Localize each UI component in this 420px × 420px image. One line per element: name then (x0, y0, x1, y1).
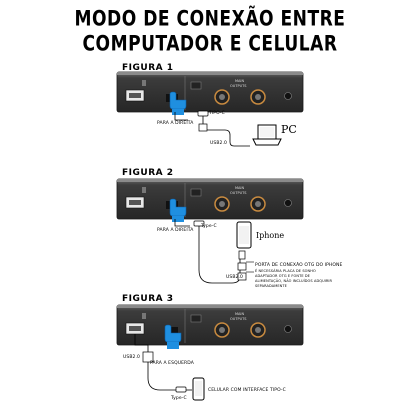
iphone-icon (236, 221, 252, 249)
hand-pointer-icon-1 (169, 91, 187, 115)
audio-interface-2: MAIN OUTPUTS (116, 178, 304, 220)
figure-2-label: FIGURA 2 (122, 168, 174, 178)
page-title-line2: COMPUTADOR E CELULAR (82, 31, 338, 57)
audio-interface-3: MAIN OUTPUTS (116, 304, 304, 346)
fig1-arrow-text: PARA A DIREITA (157, 121, 194, 126)
svg-text:MAIN: MAIN (235, 186, 244, 190)
fig3-cable-bottom: Type-C (171, 396, 187, 401)
fig2-target-label: Iphone (256, 231, 285, 240)
fig3-cable-top: USB2.0 (123, 355, 140, 360)
svg-text:MAIN: MAIN (235, 312, 244, 316)
fig3-arrow-text: PARA A ESQUERDA (150, 361, 194, 366)
fig2-cable-bottom: USB2.0 (226, 275, 243, 280)
svg-text:OUTPUTS: OUTPUTS (230, 317, 247, 321)
page-title-line1: MODO DE CONEXÃO ENTRE (74, 6, 346, 32)
fig2-arrow-text: PARA A DIREITA (157, 228, 194, 233)
hand-pointer-icon-3 (164, 324, 182, 349)
fig1-target-label: PC (281, 123, 297, 136)
laptop-icon (252, 124, 282, 146)
svg-text:MAIN: MAIN (235, 79, 244, 83)
fig1-cable-bottom: USB2.0 (210, 141, 227, 146)
fig3-target-label: CELULAR COM INTERFACE TIPO-C (208, 388, 286, 393)
svg-text:OUTPUTS: OUTPUTS (230, 191, 247, 195)
figure-3-label: FIGURA 3 (122, 294, 174, 304)
fig2-cable-top: Type-C (201, 224, 217, 229)
audio-interface-1: MAIN OUTPUTS (116, 71, 304, 113)
svg-text:OUTPUTS: OUTPUTS (230, 84, 247, 88)
smartphone-icon (192, 377, 205, 401)
fig1-cable-top: TIPO-C (209, 111, 225, 116)
hand-pointer-icon-2 (169, 198, 187, 222)
fig2-note: É NECESSÁRIA PLACA DE SONHO ADAPTADOR OT… (255, 269, 333, 288)
fig2-otg-label: PORTA DE CONEXÃO OTG DO IPHONE (255, 263, 343, 268)
figure-1-label: FIGURA 1 (122, 63, 174, 73)
